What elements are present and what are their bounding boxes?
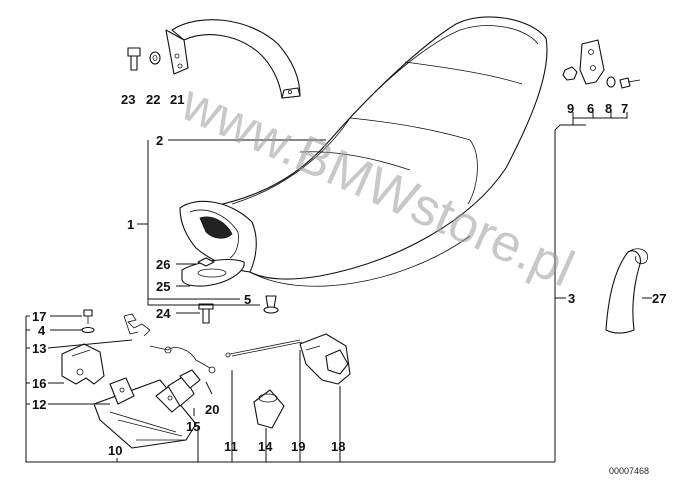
spring-13-drawing [123, 313, 151, 337]
callout-6: 6 [587, 101, 594, 116]
callout-16: 16 [32, 376, 46, 391]
leader-lines [25, 112, 652, 463]
holder-16-drawing [61, 343, 105, 385]
callout-27: 27 [652, 291, 666, 306]
callout-20: 20 [205, 402, 219, 417]
callout-23: 23 [121, 92, 135, 107]
callout-15: 15 [186, 419, 200, 434]
washer-22-drawing [149, 51, 161, 65]
callout-24: 24 [156, 306, 171, 321]
callout-8: 8 [605, 101, 612, 116]
callout-1: 1 [127, 217, 134, 232]
callout-10: 10 [108, 443, 122, 458]
callout-17: 17 [32, 309, 46, 324]
callout-7: 7 [621, 101, 628, 116]
washer-4-drawing [81, 326, 95, 334]
seat-drawing [179, 16, 548, 287]
callout-22: 22 [146, 92, 160, 107]
callout-4: 4 [38, 323, 46, 338]
buffer-5-drawing [263, 295, 279, 314]
bolt-23-drawing [127, 47, 141, 71]
washer-8-drawing [606, 76, 616, 88]
rod-11-drawing [149, 345, 216, 374]
callout-14: 14 [258, 439, 273, 454]
callout-labels: 1 2 3 4 5 6 7 8 9 10 11 12 13 14 15 16 1… [32, 92, 666, 458]
callout-12: 12 [32, 397, 46, 412]
callout-19: 19 [291, 439, 305, 454]
callout-21: 21 [170, 92, 184, 107]
callout-3: 3 [568, 291, 575, 306]
nut-9-drawing [562, 66, 578, 81]
diagram-reference-number: 00007468 [609, 466, 649, 476]
plate-25-drawing [181, 259, 245, 287]
screw-7-drawing [619, 77, 641, 89]
bolt-24-drawing [198, 303, 214, 324]
callout-25: 25 [156, 279, 170, 294]
lock-base-12-drawing [93, 377, 197, 449]
callout-2: 2 [156, 133, 163, 148]
strap-27-drawing [605, 248, 648, 334]
clip-20-drawing [179, 369, 201, 389]
lock-18-drawing [299, 333, 351, 385]
callout-13: 13 [32, 341, 46, 356]
sleeve-14-drawing [253, 389, 285, 429]
callout-11: 11 [224, 439, 238, 454]
cable-19-drawing [225, 339, 303, 358]
callout-18: 18 [331, 439, 345, 454]
grab-handle-drawing [165, 19, 301, 99]
callout-26: 26 [156, 257, 170, 272]
screw-17-drawing [83, 309, 93, 324]
callout-9: 9 [567, 101, 574, 116]
bracket-6-drawing [579, 39, 605, 85]
nut-26-drawing [197, 257, 215, 267]
callout-5: 5 [244, 292, 251, 307]
